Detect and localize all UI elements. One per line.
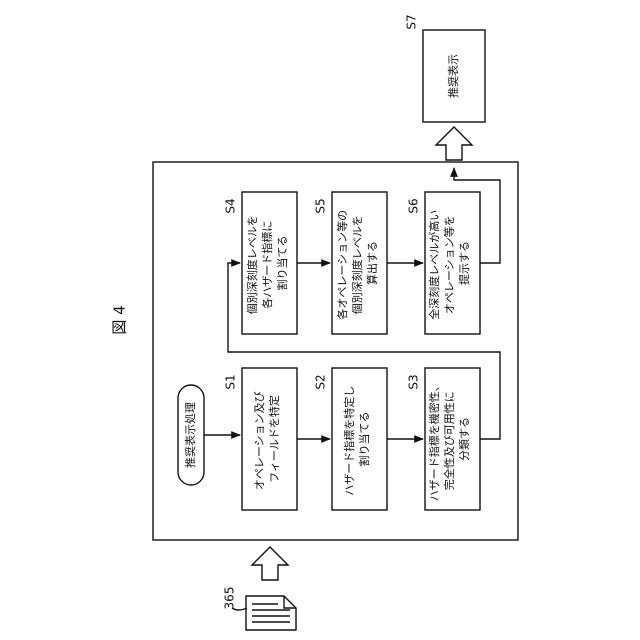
start-label: 推奨表示処理	[183, 402, 197, 468]
step-id-s6: S6	[407, 198, 421, 213]
step-id-s2: S2	[314, 374, 328, 389]
step-id-s7: S7	[405, 14, 419, 29]
step-s5: 各オペレーション等の 個別深刻度レベルを 算出する	[332, 192, 387, 334]
step-id-s4: S4	[224, 198, 238, 213]
step-s7-text: 推奨表示	[446, 54, 460, 98]
step-s2: ハザード指標を特定し 割り当てる	[332, 368, 387, 510]
step-id-s3: S3	[407, 374, 421, 389]
block-arrow-up-icon	[252, 547, 288, 580]
block-arrow-up-icon	[436, 127, 472, 160]
step-s4: 個別深刻度レベルを 各ハザード指標に 割り当てる	[242, 192, 297, 334]
step-s1: オペレーション及び フィールドを特定	[242, 368, 297, 510]
document-ref-label: 365	[223, 587, 237, 610]
step-id-s5: S5	[314, 198, 328, 213]
step-id-s1: S1	[224, 374, 238, 389]
step-s7: 推奨表示	[423, 30, 485, 122]
start-terminal: 推奨表示処理	[178, 385, 204, 485]
document-icon	[246, 596, 296, 630]
figure-label: 図 4	[111, 305, 129, 334]
step-s6: 全深刻度レベルが高い オペレーション等を 提示する	[425, 192, 480, 334]
step-s3: ハザード指標を機密性、 完全性及び可用性に 分類する	[425, 368, 480, 510]
